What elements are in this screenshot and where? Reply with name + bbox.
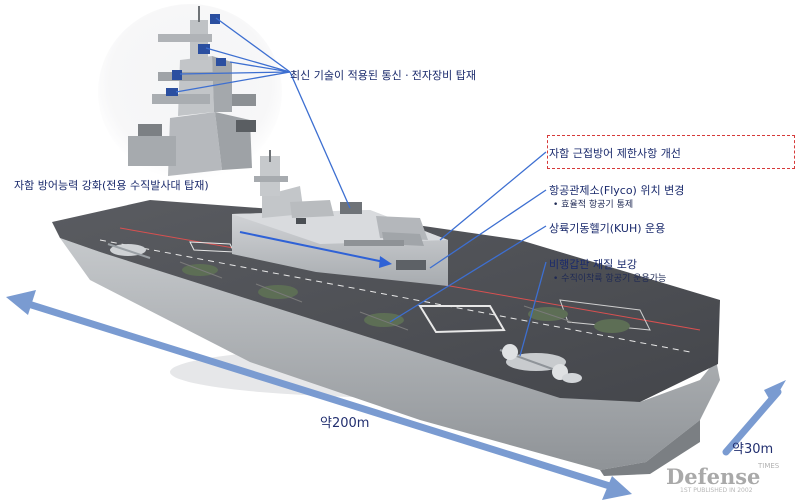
callout-deck-label: 비행갑판 재질 보강 [549, 258, 637, 271]
hull [60, 238, 720, 470]
callout-pointers [175, 17, 547, 357]
watermark-name: Defense [666, 464, 761, 489]
defense-times-watermark: Defense TIMES 1ST PUBLISHED IN 2002 [664, 462, 798, 500]
mast-inset [98, 4, 282, 180]
watermark-since: 1ST PUBLISHED IN 2002 [680, 487, 753, 494]
length-dimension-label: 약200m [320, 416, 370, 431]
ciws-callout-box [547, 135, 795, 169]
length-dimension-arrow [6, 290, 632, 500]
flyco-move-arrow [239, 231, 385, 263]
callout-flyco-label: 항공관제소(Flyco) 위치 변경 [549, 184, 685, 197]
width-dimension-label: 약30m [732, 442, 774, 457]
callout-deck-note: • 수직이착륙 항공기 운용가능 [553, 274, 667, 284]
callout-ciws-label: 자함 근접방어 제한사항 개선 [549, 147, 681, 160]
watermark-tag: TIMES [758, 462, 780, 470]
callout-selfdefense-label: 자함 방어능력 강화(전용 수직발사대 탑재) [14, 179, 209, 192]
width-dimension-arrow [722, 380, 786, 456]
callout-kuh-label: 상륙기동헬기(KUH) 운용 [549, 222, 666, 235]
island [232, 150, 448, 286]
callout-flyco-note: • 효율적 항공기 통제 [553, 200, 634, 210]
aircraft [107, 243, 630, 383]
flight-deck [52, 200, 720, 402]
callout-comms-label: 최신 기술이 적용된 통신ㆍ전자장비 탑재 [290, 69, 477, 82]
